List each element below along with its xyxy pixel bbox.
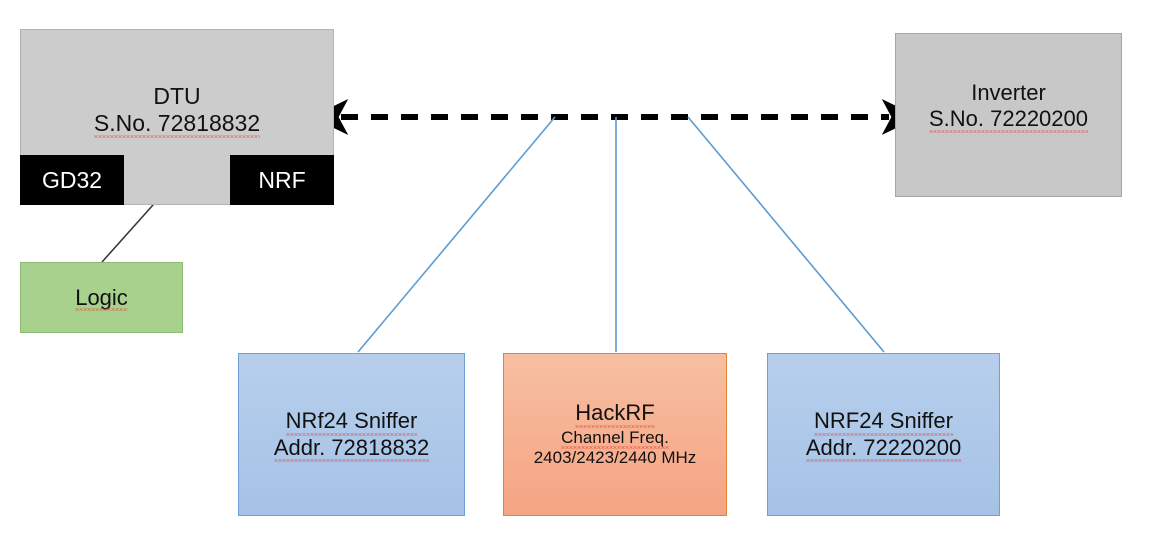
node-hackrf[interactable]: HackRF Channel Freq. 2403/2423/2440 MHz xyxy=(503,353,727,516)
node-logic[interactable]: Logic xyxy=(20,262,183,333)
hackrf-label: HackRF xyxy=(575,399,656,428)
inverter-serial: S.No. 72220200 xyxy=(928,105,1089,133)
sniffer-b-address: Addr. 72220200 xyxy=(805,434,962,463)
sniffer-a-address: Addr. 72818832 xyxy=(273,434,430,463)
inverter-label: Inverter xyxy=(971,80,1046,105)
connector-sniffer-a-tap xyxy=(357,116,556,353)
node-inverter[interactable]: Inverter S.No. 72220200 xyxy=(895,33,1122,197)
sniffer-b-label: NRF24 Sniffer xyxy=(814,407,953,436)
chip-gd32-label: GD32 xyxy=(41,166,103,193)
chip-nrf[interactable]: NRF xyxy=(230,155,334,205)
logic-label: Logic xyxy=(75,284,128,312)
hackrf-frequencies: 2403/2423/2440 MHz xyxy=(533,448,697,468)
dtu-serial: S.No. 72818832 xyxy=(93,110,261,139)
chip-nrf-label: NRF xyxy=(258,166,306,193)
connector-sniffer-b-tap xyxy=(687,116,885,353)
sniffer-a-label: NRf24 Sniffer xyxy=(285,407,418,436)
hackrf-sub-label: Channel Freq. xyxy=(561,427,669,450)
node-sniffer-b[interactable]: NRF24 Sniffer Addr. 72220200 xyxy=(767,353,1000,516)
chip-gd32[interactable]: GD32 xyxy=(20,155,124,205)
node-sniffer-a[interactable]: NRf24 Sniffer Addr. 72818832 xyxy=(238,353,465,516)
dtu-label: DTU xyxy=(153,83,201,109)
